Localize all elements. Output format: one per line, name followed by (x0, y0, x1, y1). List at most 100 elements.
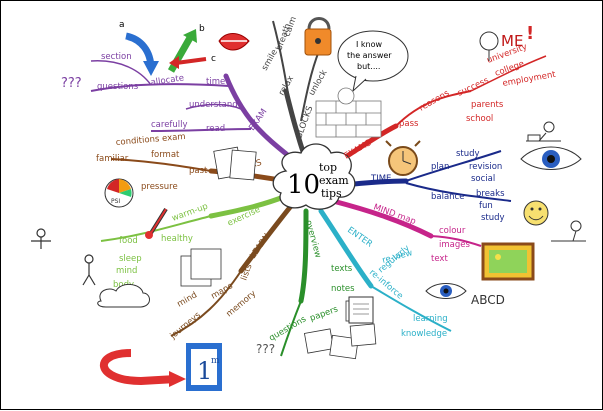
center-line-3: tips (321, 187, 342, 200)
branch-exam-allocate (90, 83, 230, 92)
pressure-gauge-icon (104, 178, 134, 208)
word-fun: fun (479, 201, 493, 211)
first-place-suffix: m (211, 356, 220, 366)
person-desk-icon (551, 220, 586, 242)
overview-question-marks: ??? (256, 342, 275, 356)
word-reasons: reasons (418, 88, 452, 114)
word-format: format (151, 150, 180, 160)
branch-exam-understand (185, 103, 242, 110)
branch-learn (238, 203, 294, 274)
letter-b: b (199, 24, 205, 34)
reader-desk-icon (526, 121, 561, 142)
speech-line-2: the answer (347, 51, 392, 60)
enter-label: ENTER (345, 225, 374, 249)
brick-wall-icon (315, 87, 382, 138)
first-place-badge (100, 343, 222, 391)
word-pressure: pressure (141, 182, 178, 192)
branch-overview-papers (280, 300, 302, 357)
word-familiar: familiar (96, 154, 129, 164)
branch-exams-reasons (395, 90, 472, 127)
letter-c: c (211, 54, 216, 64)
center-number: 10 (287, 170, 320, 200)
person-icon (479, 31, 499, 61)
thermometer-icon (145, 207, 168, 239)
arrow-c-red (169, 56, 207, 69)
thought-cloud-icon (97, 284, 150, 308)
branch-exams-success (470, 55, 547, 92)
branch-enter (318, 208, 374, 289)
word-images: images (439, 240, 470, 250)
learn-label: LEARN (248, 232, 272, 261)
word-parents: parents (471, 100, 504, 110)
branch-enter-review (370, 285, 452, 332)
word-school: school (466, 114, 493, 124)
word-carefully: carefully (151, 120, 188, 130)
branch-overview (298, 208, 309, 304)
framed-picture-icon (481, 242, 535, 281)
word-understand: understand (189, 100, 238, 110)
me-label: ME (501, 32, 523, 50)
psi-label: PSI (111, 198, 120, 205)
abcd-text: ABCD (471, 293, 505, 307)
word-allocate: allocate (150, 73, 185, 88)
word-overview-questions: questions (268, 314, 309, 344)
branch-exercise (208, 193, 289, 219)
word-food: food (119, 236, 138, 246)
exercise-figures-icon (31, 228, 96, 286)
past-label: past (189, 166, 208, 176)
word-colour: colour (439, 226, 466, 236)
branch-mind-map (330, 198, 434, 239)
word-pass: pass (399, 119, 419, 129)
word-section: section (101, 52, 132, 62)
word-learning: learning (413, 314, 448, 324)
word-read: read (206, 124, 225, 134)
branch-time-plan (405, 150, 502, 182)
word-sleep: sleep (119, 254, 142, 264)
word-social: social (471, 174, 495, 184)
word-notes: notes (331, 284, 355, 294)
eye-icon (520, 146, 582, 170)
speech-line-3: but.... (357, 62, 380, 71)
branch-exercise-healthy (100, 215, 212, 242)
exam-question-marks: ??? (61, 76, 82, 91)
word-exercise-mind: mind (116, 266, 137, 276)
word-healthy: healthy (161, 234, 193, 244)
word-text: text (431, 254, 448, 264)
letter-a: a (119, 20, 125, 30)
me-exclaim: ! (526, 23, 534, 44)
exam-papers-icon (213, 146, 257, 181)
eye-abcd-icon (425, 283, 467, 299)
center-line-1: top (319, 161, 337, 174)
smiley-icon (523, 200, 549, 226)
word-success: success (456, 75, 491, 98)
word-plan: plan (431, 162, 449, 172)
branch-time-balance (405, 182, 512, 202)
word-conditions-exam: conditions exam (115, 132, 186, 148)
time-label: TIME (370, 174, 391, 184)
word-journeys: journeys (168, 310, 203, 342)
word-learn-mind: mind (176, 290, 200, 309)
branch-past-format (110, 158, 212, 172)
word-study: study (456, 149, 480, 159)
blocks-label: BLOCKS (294, 105, 315, 140)
branch-blocks-unlock (300, 50, 320, 122)
word-calm: calm (282, 15, 298, 38)
word-breaks: breaks (476, 189, 505, 199)
notepad-icon (348, 296, 374, 324)
padlock-icon (304, 17, 332, 56)
arrow-a-blue (125, 32, 159, 76)
branch-exam-read (150, 128, 252, 132)
branch-blocks-relax (272, 20, 292, 112)
word-balance: balance (431, 192, 464, 202)
word-questions: questions (97, 82, 139, 92)
word-time: time (206, 77, 225, 87)
word-texts: texts (331, 264, 353, 274)
word-relax: relax (277, 74, 296, 97)
alarm-clock-icon (385, 140, 421, 176)
word-revision: revision (469, 162, 502, 172)
center-cloud: 10 top exam tips (272, 143, 356, 210)
first-place-number: 1 (197, 357, 212, 385)
word-knowledge: knowledge (401, 329, 447, 339)
